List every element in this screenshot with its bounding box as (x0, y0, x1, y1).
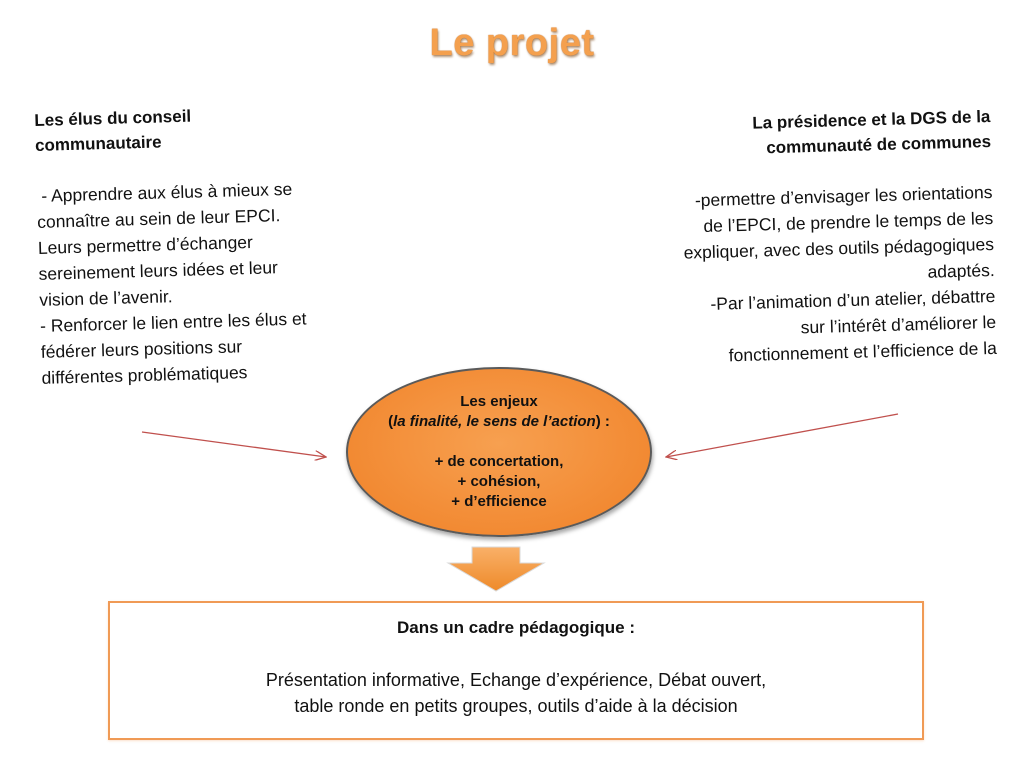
down-arrow-icon (446, 546, 546, 592)
pedagogical-frame: Dans un cadre pédagogique : Présentation… (108, 601, 924, 740)
stakes-ellipse: Les enjeux (la finalité, le sens de l’ac… (346, 367, 652, 537)
stakes-subtitle-close: ) : (595, 413, 610, 430)
stakes-title: Les enjeux (460, 393, 538, 410)
slide-title: Le projet (429, 22, 595, 64)
frame-line: Présentation informative, Echange d’expé… (265, 670, 767, 690)
stakes-item: + d’efficience (451, 493, 547, 510)
stakes-subtitle-open: ( (388, 413, 394, 430)
stakes-subtitle: (la finalité, le sens de l’action) : (388, 412, 610, 432)
frame-title: Dans un cadre pédagogique : (396, 618, 636, 637)
left-arrow (141, 431, 326, 457)
stakes-item: + de concertation, (434, 453, 564, 470)
frame-line: table ronde en petits groupes, outils d’… (294, 696, 738, 716)
right-arrow (666, 413, 899, 457)
stakes-item: + cohésion, (457, 473, 541, 490)
stakes-subtitle-italic: la finalité, le sens de l’action (393, 413, 596, 430)
